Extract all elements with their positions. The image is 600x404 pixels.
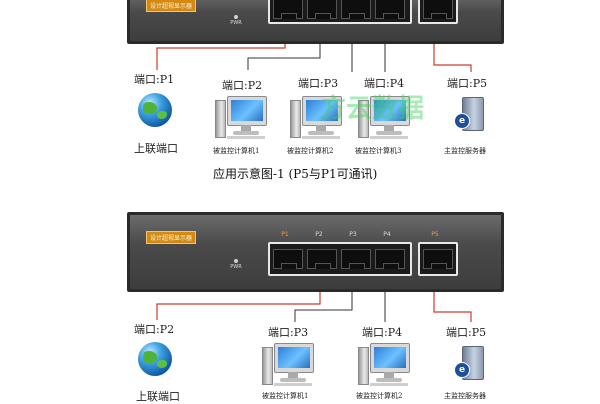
power-led-icon: [234, 15, 238, 19]
label-p3: 端口:P3: [268, 326, 309, 339]
port-label: P1: [281, 231, 289, 238]
port-p3: [341, 249, 371, 269]
label-server: 主监控服务器: [444, 147, 486, 155]
server-icon: e: [454, 346, 484, 380]
computer-icon: [358, 343, 410, 387]
switch-brand-badge: 设计超视显示器: [146, 0, 197, 12]
port-label: P4: [383, 231, 391, 238]
label-uplink: 上联端口: [134, 142, 178, 155]
computer-icon: [262, 343, 314, 387]
watermark: 方云数据: [320, 94, 425, 124]
port-group-1-4: [268, 242, 412, 276]
port-p2: [307, 249, 337, 269]
port-p5: [423, 0, 453, 19]
power-label: PWR: [230, 20, 242, 26]
port-group-5: [418, 242, 458, 276]
computer-icon: [215, 96, 267, 140]
port-p3: [341, 0, 371, 19]
internet-globe-icon: [138, 93, 172, 127]
caption-diagram-1: 应用示意图-1 (P5与P1可通讯): [213, 167, 378, 181]
port-label: P5: [431, 231, 439, 238]
switch-2: 设计超视显示器 PWR P1 P2 P3 P4 P5: [127, 212, 504, 292]
internet-globe-icon: [138, 342, 172, 376]
switch-brand-badge: 设计超视显示器: [146, 231, 197, 244]
label-pc1: 被监控计算机1: [262, 392, 309, 400]
port-p5: [423, 249, 453, 269]
label-pc3: 被监控计算机3: [355, 147, 402, 155]
label-uplink: 上联端口: [136, 390, 180, 403]
power-indicator: PWR: [228, 259, 244, 270]
computer-icon: [290, 96, 342, 140]
port-group-5: [418, 0, 458, 24]
label-server: 主监控服务器: [444, 392, 486, 400]
power-led-icon: [234, 259, 238, 263]
power-label: PWR: [230, 264, 242, 270]
label-p5: 端口:P5: [447, 77, 488, 90]
label-p5: 端口:P5: [446, 326, 487, 339]
cable2-p3: [294, 274, 353, 322]
label-p3: 端口:P3: [298, 77, 339, 90]
label-pc2: 被监控计算机2: [287, 147, 334, 155]
port-p4: [375, 0, 405, 19]
port-label: P2: [315, 231, 323, 238]
cable2-p5: [433, 274, 472, 322]
switch-1: 设计超视显示器 PWR: [127, 0, 504, 44]
computer-icon: [358, 96, 410, 140]
label-p4: 端口:P4: [364, 77, 405, 90]
port-p4: [375, 249, 405, 269]
label-p2: 端口:P2: [222, 79, 263, 92]
label-p1: 端口:P1: [134, 73, 175, 86]
label-pc2: 被监控计算机2: [356, 392, 403, 400]
label-p4: 端口:P4: [362, 326, 403, 339]
port-p1: [273, 249, 303, 269]
power-indicator: PWR: [228, 15, 244, 26]
label-p2: 端口:P2: [134, 323, 175, 336]
label-pc1: 被监控计算机1: [213, 147, 260, 155]
port-label: P3: [349, 231, 357, 238]
port-p1: [273, 0, 303, 19]
port-p2: [307, 0, 337, 19]
port-group-1-4: [268, 0, 412, 24]
server-icon: e: [454, 97, 484, 131]
